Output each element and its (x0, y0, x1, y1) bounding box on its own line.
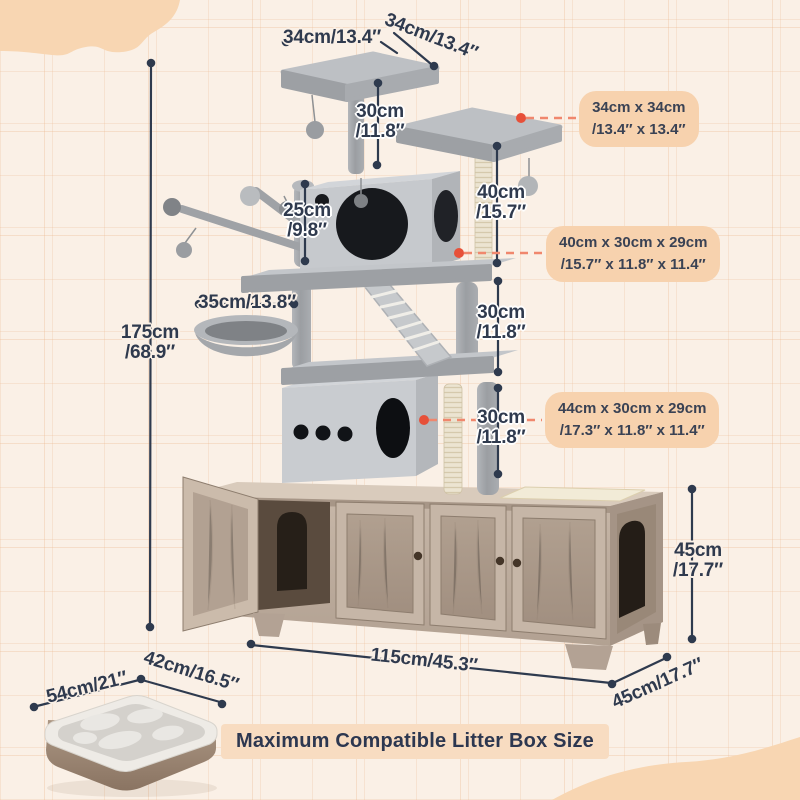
badge-upper-condo-size: 40cm x 30cm x 29cm /15.7″ x 11.8″ x 11.4… (546, 226, 721, 282)
litter-box-illustration (44, 695, 218, 797)
dim-lower-post-height: 30cm /11.8″ (476, 408, 525, 448)
dim-mid-post-height: 30cm /11.8″ (476, 303, 525, 343)
dim-hammock-width: 35cm/13.8″ (198, 292, 296, 314)
badge-lower-condo-size: 44cm x 30cm x 29cm /17.3″ x 11.8″ x 11.4… (545, 392, 720, 448)
dim-upper-post-height: 40cm /15.7″ (476, 183, 526, 223)
badge-line-1: 40cm x 30cm x 29cm (559, 234, 708, 251)
dim-total-height: 175cm /68.9″ (121, 323, 179, 363)
decor-blob-bottom-right (552, 737, 800, 800)
cabinet-illustration (182, 476, 663, 670)
dim-top-post-height: 30cm /11.8″ (355, 102, 404, 142)
banner-text: Maximum Compatible Litter Box Size (236, 730, 594, 752)
dim-top-platform-width-left: 34cm/13.4″ (283, 27, 381, 49)
callout-leaders (419, 113, 576, 425)
dim-branch-post-height: 25cm /9.8″ (283, 201, 331, 241)
dim-line-1: 175cm (120, 322, 180, 344)
decor-blob-top-left (0, 0, 180, 56)
badge-line-2: /13.4″ x 13.4″ (592, 121, 686, 138)
measurement-dots (29, 37, 697, 712)
dim-line-1: 45cm (674, 540, 722, 562)
dim-line-2: /11.8″ (355, 121, 405, 142)
dim-line-2: /15.7″ (475, 202, 527, 223)
banner-litter-box-size: Maximum Compatible Litter Box Size (221, 724, 609, 759)
dim-line-1: 40cm (477, 182, 525, 204)
dim-line-1: 25cm (283, 200, 331, 222)
dim-line-1: 30cm (477, 302, 525, 324)
dim-line-2: /17.7″ (672, 560, 724, 581)
badge-top-platform-size: 34cm x 34cm /13.4″ x 13.4″ (579, 91, 699, 147)
dim-cabinet-height: 45cm /17.7″ (673, 541, 723, 581)
dim-line-2: /68.9″ (124, 342, 176, 363)
badge-line-2: /15.7″ x 11.8″ x 11.4″ (560, 256, 706, 273)
dim-line-2: /11.8″ (476, 427, 526, 448)
badge-line-1: 44cm x 30cm x 29cm (558, 400, 707, 417)
dim-line-1: 30cm (356, 101, 404, 123)
badge-line-1: 34cm x 34cm (592, 99, 686, 116)
badge-line-2: /17.3″ x 11.8″ x 11.4″ (559, 422, 705, 439)
dim-line-2: /9.8″ (287, 220, 327, 241)
dim-line-1: 30cm (477, 407, 525, 429)
measurement-lines (35, 31, 694, 708)
dim-line-2: /11.8″ (476, 322, 526, 343)
cat-tree-illustration (163, 51, 563, 495)
